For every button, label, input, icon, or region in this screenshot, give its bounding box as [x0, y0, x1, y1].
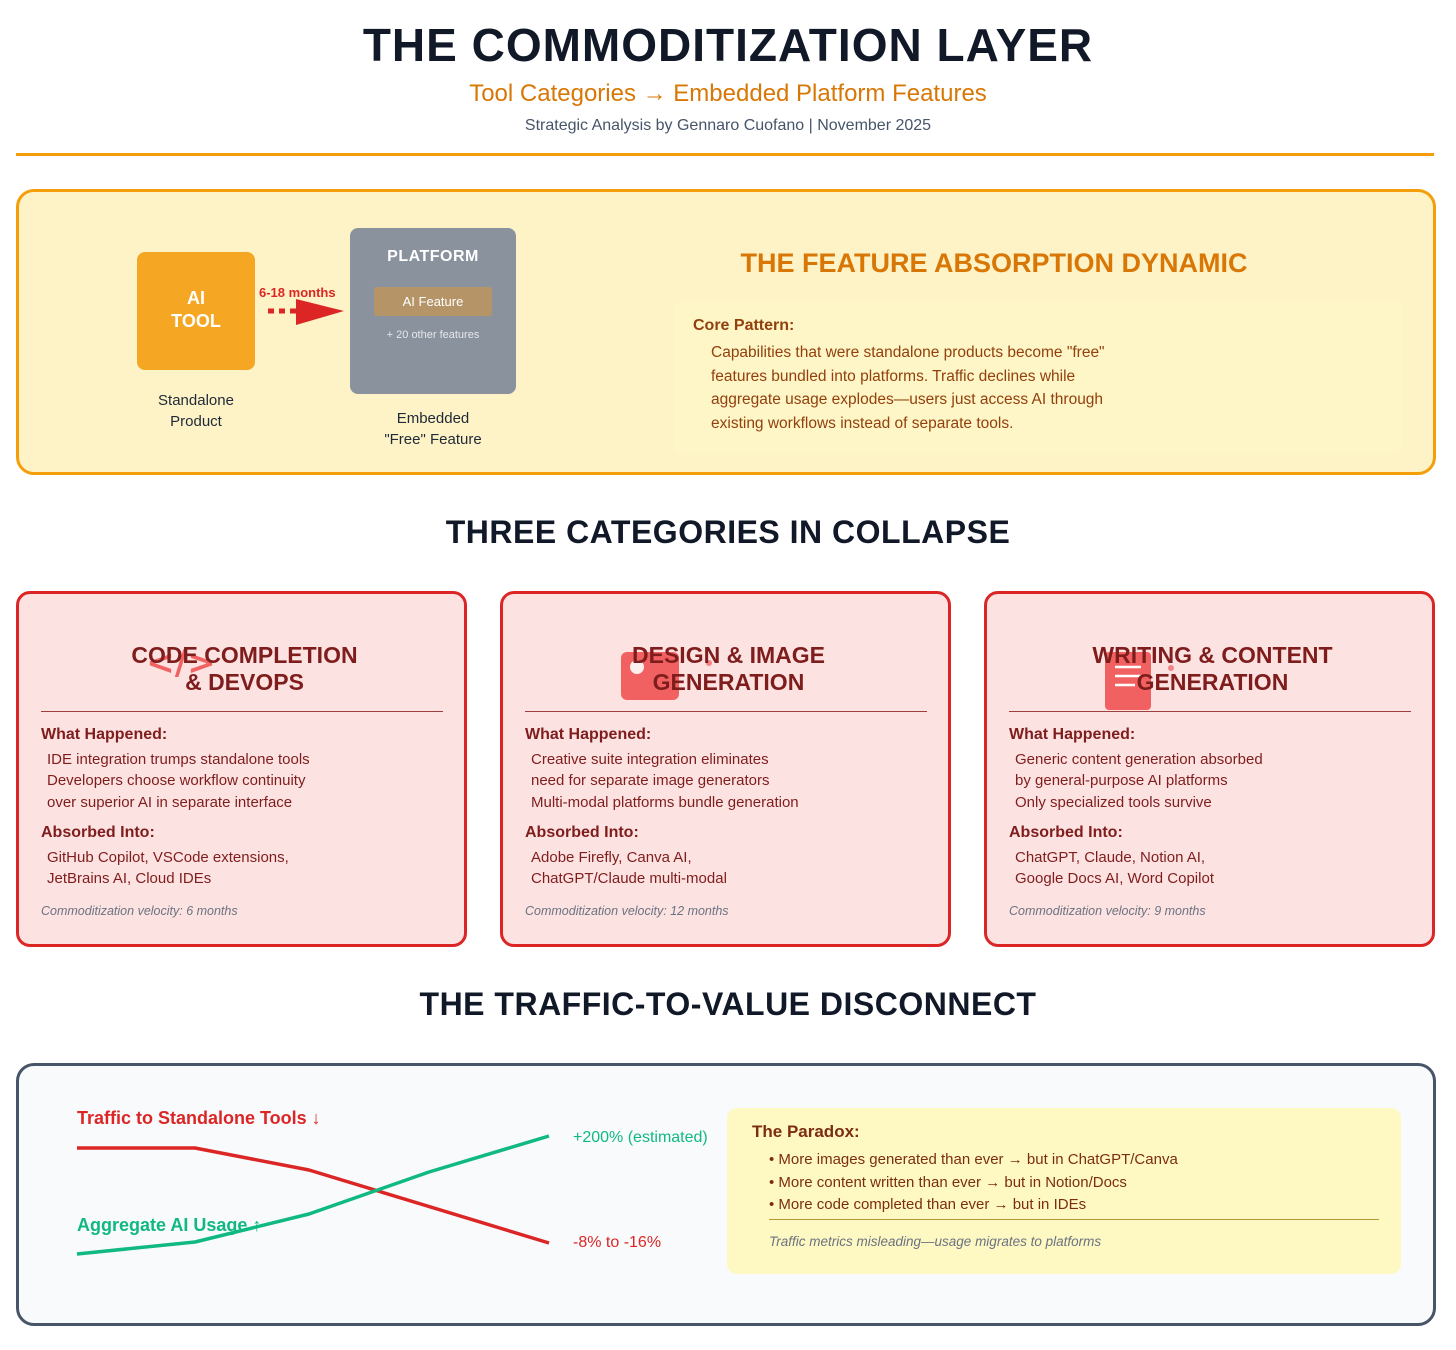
document-icon	[1105, 652, 1174, 710]
absorbed-line: ChatGPT/Claude multi-modal	[531, 870, 727, 888]
happened-line: Multi-modal platforms bundle generation	[531, 793, 799, 811]
card-title-line1: WRITING & CONTENT	[1092, 642, 1333, 668]
what-happened-text: IDE integration trumps standalone tools …	[47, 749, 310, 813]
card-title: CODE COMPLETION & DEVOPS	[19, 642, 470, 696]
platform-caption: Embedded "Free" Feature	[350, 408, 516, 450]
code-icon: </>	[146, 643, 215, 683]
happened-line: Creative suite integration eliminates	[531, 751, 769, 768]
absorbed-line: JetBrains AI, Cloud IDEs	[47, 870, 212, 888]
card-divider	[525, 711, 927, 712]
velocity-note: Commoditization velocity: 9 months	[1009, 904, 1206, 918]
absorbed-line: ChatGPT, Claude, Notion AI,	[1015, 849, 1206, 866]
card-title-line2: & DEVOPS	[185, 669, 304, 695]
absorption-panel: AI TOOL Standalone Product 6-18 months P…	[16, 189, 1436, 475]
what-happened-label: What Happened:	[41, 726, 168, 743]
paradox-list: • More images generated than ever → but …	[769, 1149, 1178, 1217]
arrow-right-icon	[268, 299, 344, 325]
other-features: + 20 other features	[386, 329, 480, 341]
core-pattern-text: Capabilities that were standalone produc…	[711, 344, 1105, 432]
card-title: WRITING & CONTENT GENERATION	[987, 642, 1438, 696]
what-happened-text: Creative suite integration eliminates ne…	[531, 749, 799, 813]
card-title-line1: DESIGN & IMAGE	[632, 642, 825, 668]
ai-tool-caption-line1: Standalone	[158, 392, 234, 409]
platform-caption-line2: "Free" Feature	[384, 431, 482, 448]
category-card-design: DESIGN & IMAGE GENERATION What Happened:…	[500, 591, 951, 947]
ai-tool-caption-line2: Product	[170, 413, 222, 430]
happened-line: Developers choose workflow continuity	[47, 772, 306, 790]
absorbed-into-label: Absorbed Into:	[1009, 824, 1123, 841]
paradox-divider	[769, 1219, 1379, 1220]
absorbed-into-text: ChatGPT, Claude, Notion AI, Google Docs …	[1015, 847, 1214, 890]
category-card-writing: WRITING & CONTENT GENERATION What Happen…	[984, 591, 1435, 947]
velocity-note: Commoditization velocity: 6 months	[41, 904, 238, 918]
trend-lines-graphic	[76, 1134, 550, 1256]
ai-tool-label-line1: AI	[187, 288, 205, 308]
traffic-value: -8% to -16%	[573, 1234, 662, 1251]
happened-line: Only specialized tools survive	[1015, 793, 1212, 811]
what-happened-label: What Happened:	[525, 726, 652, 743]
usage-label: Aggregate AI Usage ↑	[77, 1215, 262, 1235]
category-card-code: </> CODE COMPLETION & DEVOPS What Happen…	[16, 591, 467, 947]
paradox-note: Traffic metrics misleading—usage migrate…	[769, 1234, 1102, 1249]
categories-section-title: THREE CATEGORIES IN COLLAPSE	[445, 514, 1011, 550]
code-icon-glyph: </>	[146, 643, 215, 683]
card-title-line1: CODE COMPLETION	[131, 642, 358, 668]
page-subtitle: Tool Categories → Embedded Platform Feat…	[469, 80, 987, 107]
image-icon	[621, 652, 712, 700]
usage-value: +200% (estimated)	[573, 1129, 708, 1146]
platform-caption-line1: Embedded	[396, 410, 470, 427]
core-pattern-label: Core Pattern:	[693, 317, 795, 334]
velocity-note: Commoditization velocity: 12 months	[525, 904, 729, 918]
header-divider	[16, 153, 1434, 156]
absorbed-into-text: Adobe Firefly, Canva AI, ChatGPT/Claude …	[531, 847, 727, 890]
happened-line: by general-purpose AI platforms	[1015, 772, 1228, 790]
core-pattern-box: Core Pattern: Capabilities that were sta…	[673, 301, 1403, 453]
absorbed-into-label: Absorbed Into:	[41, 824, 155, 841]
card-title-line2: GENERATION	[1136, 669, 1289, 695]
page-title: THE COMMODITIZATION LAYER	[362, 19, 1094, 71]
platform-title: PLATFORM	[387, 248, 479, 265]
happened-line: over superior AI in separate interface	[47, 793, 293, 811]
ai-tool-label-line2: TOOL	[171, 311, 221, 331]
paradox-item: • More content written than ever → but i…	[769, 1173, 1127, 1191]
absorbed-line: Google Docs AI, Word Copilot	[1015, 870, 1214, 888]
paradox-title: The Paradox:	[752, 1122, 860, 1141]
traffic-section-title: THE TRAFFIC-TO-VALUE DISCONNECT	[419, 986, 1037, 1022]
usage-trend-line	[76, 1134, 550, 1256]
platform-box: PLATFORM AI Feature + 20 other features	[350, 228, 516, 394]
ai-tool-caption: Standalone Product	[137, 390, 255, 432]
byline: Strategic Analysis by Gennaro Cuofano | …	[524, 117, 932, 134]
happened-line: need for separate image generators	[531, 772, 770, 790]
what-happened-label: What Happened:	[1009, 726, 1136, 743]
traffic-trend-line	[77, 1146, 550, 1245]
absorption-title: THE FEATURE ABSORPTION DYNAMIC	[740, 248, 1248, 278]
card-divider	[1009, 711, 1411, 712]
transition-label: 6-18 months	[259, 285, 336, 300]
paradox-item: • More images generated than ever → but …	[769, 1151, 1178, 1168]
absorbed-line: Adobe Firefly, Canva AI,	[531, 849, 692, 866]
traffic-label: Traffic to Standalone Tools ↓	[77, 1108, 321, 1128]
paradox-item: • More code completed than ever → but in…	[769, 1196, 1087, 1213]
absorbed-into-text: GitHub Copilot, VSCode extensions, JetBr…	[47, 847, 289, 890]
paradox-box: The Paradox: • More images generated tha…	[727, 1108, 1401, 1274]
happened-line: Generic content generation absorbed	[1015, 751, 1263, 768]
ai-tool-box: AI TOOL	[137, 252, 255, 370]
happened-line: IDE integration trumps standalone tools	[47, 751, 310, 768]
ai-feature-pill: AI Feature	[374, 287, 492, 316]
absorbed-into-label: Absorbed Into:	[525, 824, 639, 841]
traffic-panel: Traffic to Standalone Tools ↓ Aggregate …	[16, 1063, 1436, 1326]
what-happened-text: Generic content generation absorbed by g…	[1015, 749, 1263, 813]
card-title-line2: GENERATION	[652, 669, 805, 695]
card-divider	[41, 711, 443, 712]
card-title: DESIGN & IMAGE GENERATION	[503, 642, 954, 696]
absorbed-line: GitHub Copilot, VSCode extensions,	[47, 849, 289, 866]
